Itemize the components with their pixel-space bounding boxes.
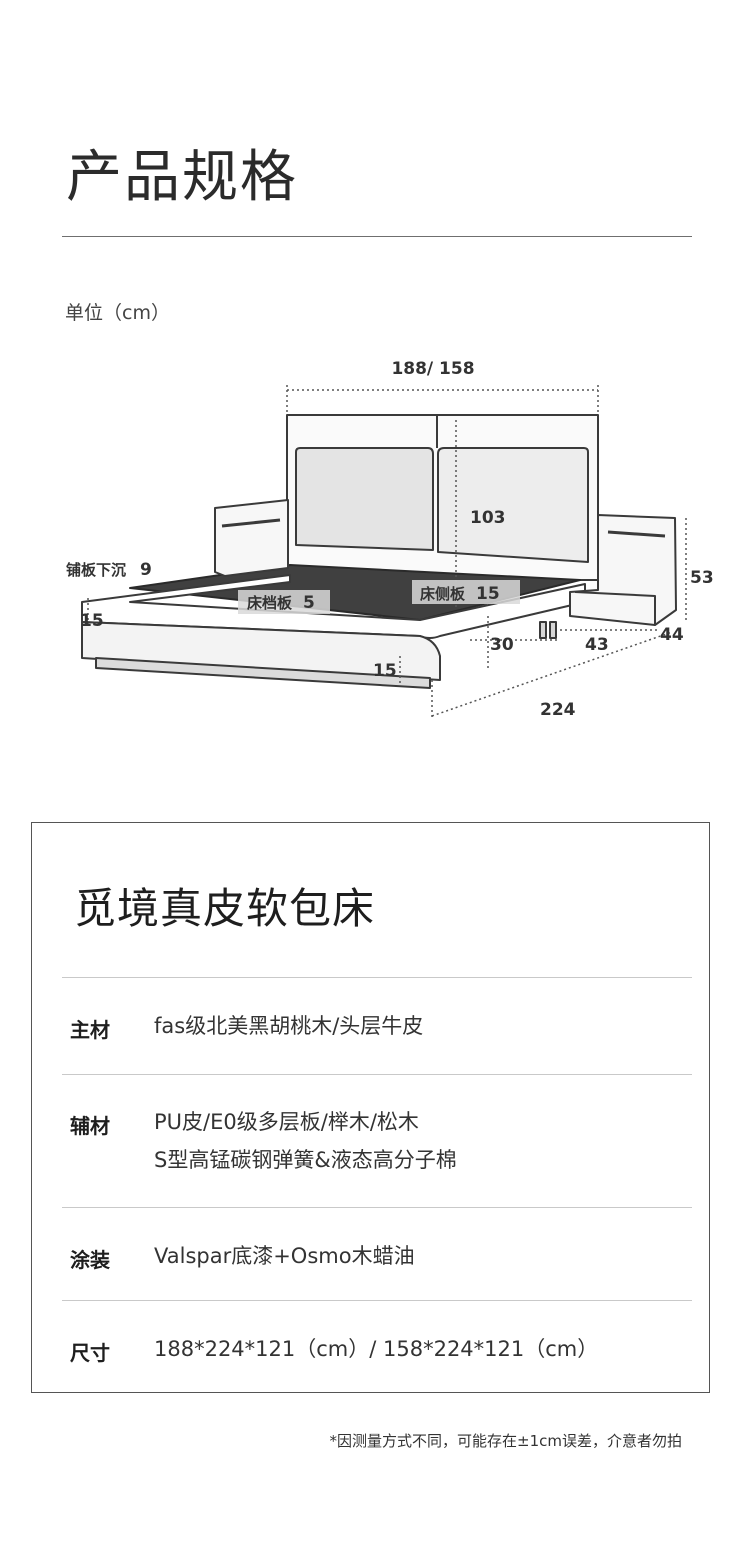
dim-nightstand-height: 53 [690, 568, 714, 588]
dim-clearance: 30 [490, 635, 514, 655]
row-divider [62, 1207, 692, 1208]
spec-label-aux-material: 辅材 [70, 1114, 110, 1138]
dim-nightstand-width: 43 [585, 635, 609, 655]
dim-slat-drop-value: 9 [140, 560, 152, 580]
dim-nightstand-depth: 44 [660, 625, 684, 645]
spec-card: 觅境真皮软包床 主材 fas级北美黑胡桃木/头层牛皮 辅材 PU皮/E0级多层板… [31, 822, 710, 1393]
dim-length: 224 [540, 700, 576, 720]
spec-value-finish: Valspar底漆+Osmo木蜡油 [154, 1244, 415, 1268]
dim-width: 188/ 158 [391, 359, 474, 379]
left-nightstand [214, 499, 289, 577]
spec-value-size: 188*224*121（cm）/ 158*224*121（cm） [154, 1337, 599, 1361]
dim-bed-rail-value: 5 [303, 593, 315, 613]
spec-label-size: 尺寸 [70, 1341, 110, 1365]
footnote: *因测量方式不同，可能存在±1cm误差，介意者勿拍 [329, 1432, 682, 1450]
spec-value-aux-material-line1: PU皮/E0级多层板/榉木/松木 [154, 1110, 419, 1134]
row-divider [62, 1074, 692, 1075]
dim-frame-side: 15 [80, 611, 104, 631]
frame-base [95, 657, 431, 689]
spec-value-aux-material-line2: S型高锰碳钢弹簧&液态高分子棉 [154, 1148, 457, 1172]
page-title: 产品规格 [66, 145, 298, 210]
spec-label-finish: 涂装 [70, 1248, 110, 1272]
unit-label: 单位（cm） [65, 302, 170, 324]
dim-bed-rail-label: 床档板 [247, 594, 293, 612]
spec-label-main-material: 主材 [70, 1018, 110, 1042]
dim-side-board-label: 床侧板 [420, 585, 466, 603]
row-divider [62, 1300, 692, 1301]
headboard-cushion-left [295, 447, 434, 551]
dim-slat-drop-label: 铺板下沉 [66, 561, 126, 579]
right-nightstand [569, 514, 677, 626]
product-name: 觅境真皮软包床 [74, 884, 376, 933]
dim-side-board-value: 15 [476, 584, 500, 604]
row-divider [62, 977, 692, 978]
bed-dimension-diagram: 188/ 158 103 53 铺板下沉 9 15 床档板 5 床侧板 15 3… [66, 359, 714, 720]
dim-base-height: 15 [373, 661, 397, 681]
headboard-cushion-right [437, 447, 589, 563]
dim-headboard-height: 103 [470, 508, 506, 528]
frame-front [81, 621, 441, 681]
title-divider [62, 236, 692, 237]
spec-value-main-material: fas级北美黑胡桃木/头层牛皮 [154, 1014, 424, 1038]
